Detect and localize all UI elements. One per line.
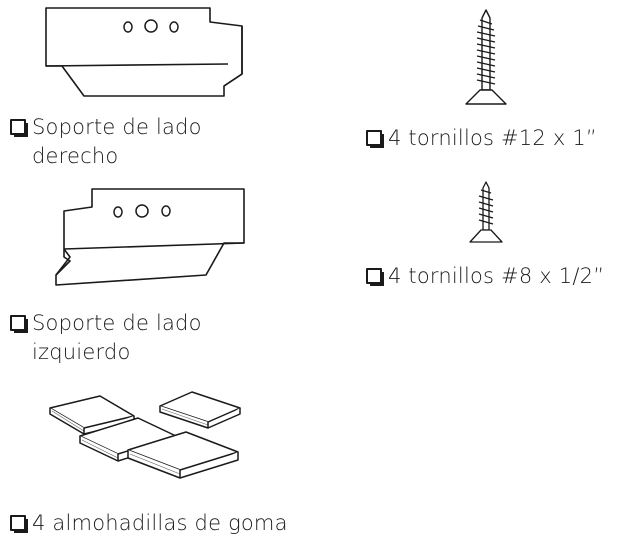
part-right-bracket: Soporte de lado derecho xyxy=(10,114,270,174)
checkbox-icon[interactable] xyxy=(10,515,28,533)
right-bracket-illustration xyxy=(38,2,248,98)
part-screw-small: 4 tornillos #8 x 1/2” xyxy=(366,263,634,291)
checkbox-icon[interactable] xyxy=(10,119,28,137)
screw-small-illustration xyxy=(466,180,506,246)
part-label-line-2: derecho xyxy=(32,144,119,168)
part-rubber-pads: 4 almohadillas de goma xyxy=(10,510,310,538)
checkbox-icon[interactable] xyxy=(10,315,28,333)
checkbox-icon[interactable] xyxy=(366,130,384,148)
part-label-line-1: 4 tornillos #12 x 1” xyxy=(388,126,597,150)
left-bracket-illustration xyxy=(44,183,254,287)
checkbox-icon[interactable] xyxy=(366,268,384,286)
part-label-line-1: Soporte de lado xyxy=(32,311,202,335)
part-label-line-1: Soporte de lado xyxy=(32,115,202,139)
part-left-bracket: Soporte de lado izquierdo xyxy=(10,310,270,370)
part-label-line-1: 4 almohadillas de goma xyxy=(32,511,288,535)
screw-large-illustration xyxy=(460,8,512,112)
part-label-line-2: izquierdo xyxy=(32,340,131,364)
part-screw-large: 4 tornillos #12 x 1” xyxy=(366,125,634,153)
part-label-line-1: 4 tornillos #8 x 1/2” xyxy=(388,264,605,288)
rubber-pads-illustration xyxy=(40,380,252,492)
